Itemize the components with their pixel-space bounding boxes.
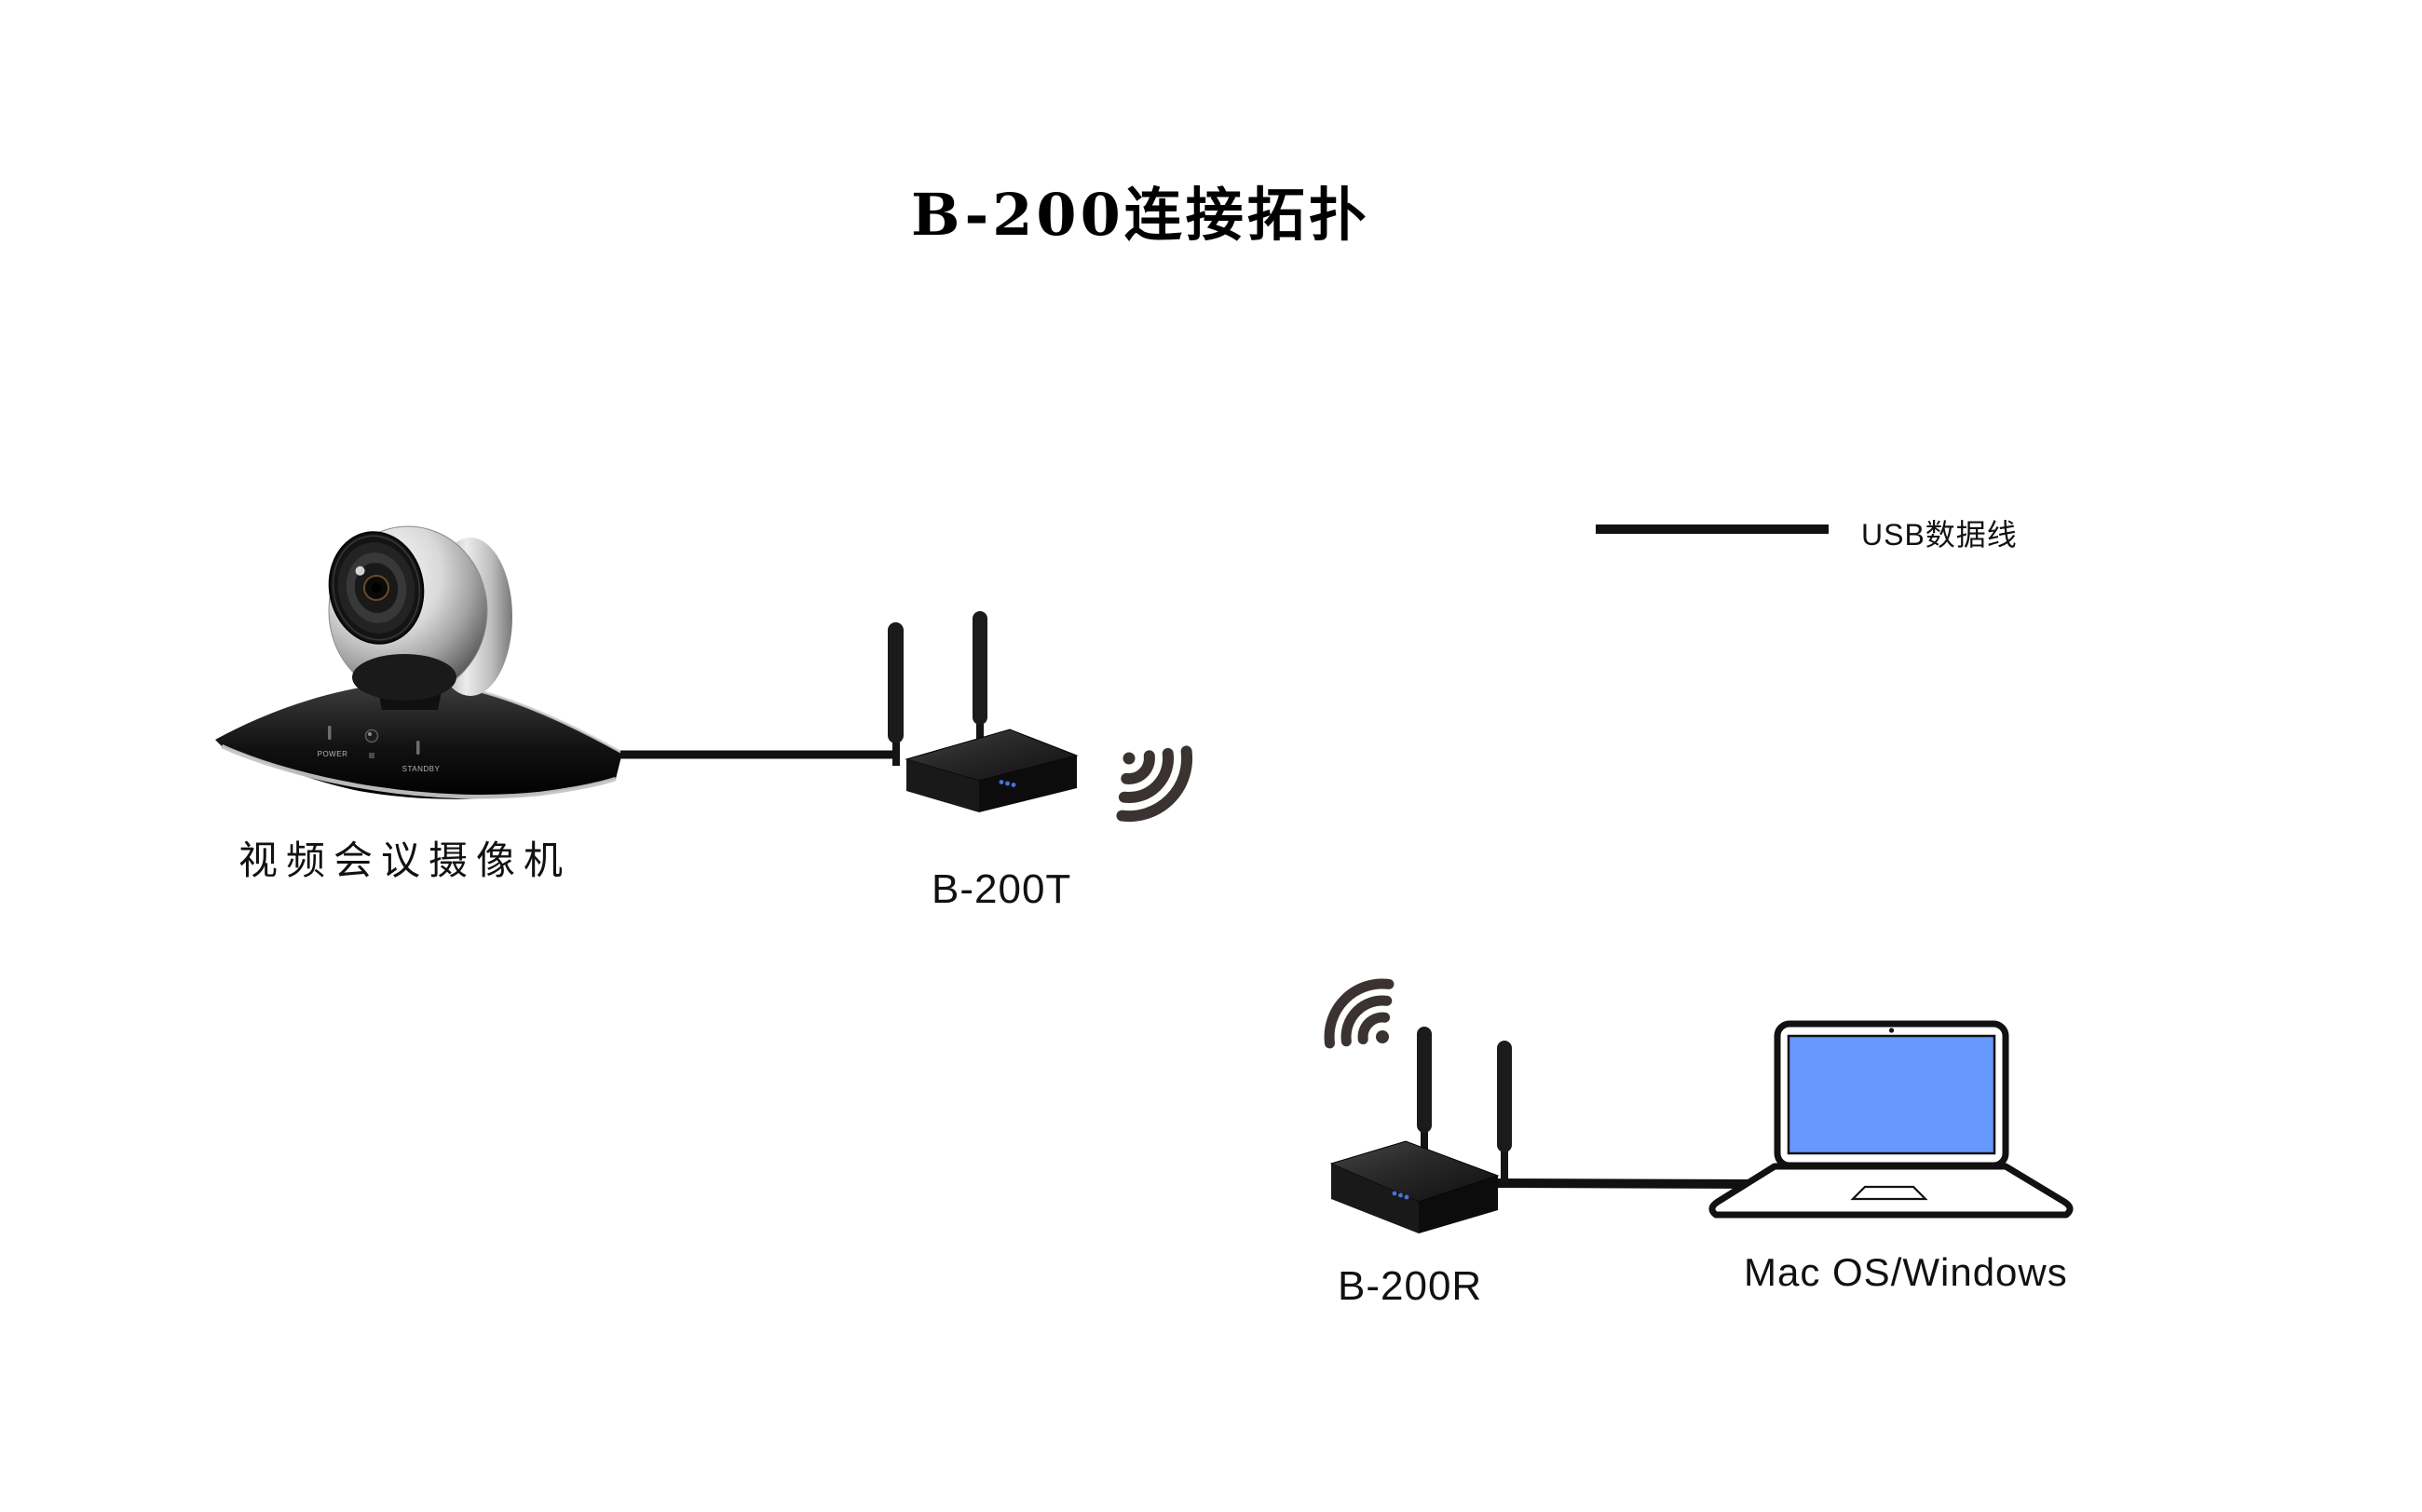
wifi-dot xyxy=(1376,1030,1389,1043)
laptop-screen xyxy=(1787,1034,1996,1155)
diagram-title: B-200连接拓扑 xyxy=(911,181,1370,249)
wifi-arc xyxy=(1116,745,1193,823)
camera-power-label: POWER xyxy=(318,750,348,758)
receiver-label: B-200R xyxy=(1338,1263,1483,1309)
power-led-slit xyxy=(328,726,332,740)
transmitter-box-front xyxy=(906,759,979,812)
transmitter-led xyxy=(999,780,1004,784)
wifi-arc xyxy=(1118,747,1175,804)
cable-receiver-to-computer xyxy=(1495,1178,1760,1189)
transmitter-box-side xyxy=(979,756,1077,812)
receiver-antenna-left xyxy=(1417,1027,1432,1133)
camera-lens xyxy=(328,531,425,645)
antenna-stem xyxy=(1421,1124,1428,1153)
receiver-box-side xyxy=(1419,1176,1498,1233)
receiver-wifi-icon xyxy=(1324,978,1395,1049)
legend-label: USB数据线 xyxy=(1861,518,2018,552)
ir-receiver xyxy=(364,729,379,743)
receiver-led xyxy=(1392,1191,1397,1196)
camera-standby-label: STANDBY xyxy=(402,765,441,773)
camera-head-mouth xyxy=(352,654,456,701)
receiver-led xyxy=(1404,1194,1409,1200)
transmitter-label: B-200T xyxy=(932,866,1072,912)
transmitter-antenna-right xyxy=(973,611,987,725)
laptop-illustration xyxy=(1708,1020,2074,1219)
laptop-base xyxy=(1708,1163,2074,1219)
transmitter-led xyxy=(1011,783,1016,787)
wifi-arc xyxy=(1340,995,1393,1047)
laptop-webcam-dot xyxy=(1888,1028,1895,1033)
standby-led-slit xyxy=(416,741,420,755)
wifi-arc xyxy=(1121,750,1155,784)
camera-base-bottom-rim xyxy=(221,743,617,799)
receiver-led xyxy=(1398,1192,1403,1198)
transmitter-wifi-icon xyxy=(1116,745,1193,823)
transmitter-antenna-left xyxy=(888,622,904,743)
camera-illustration: POWER STANDBY xyxy=(215,525,623,799)
computer-label: Mac OS/Windows xyxy=(1744,1250,2068,1294)
transmitter-illustration xyxy=(888,611,1079,812)
wifi-arc xyxy=(1324,978,1395,1049)
camera-label: 视频会议摄像机 xyxy=(238,838,572,882)
camera-front-panel: POWER STANDBY xyxy=(318,726,441,773)
wifi-arc xyxy=(1357,1012,1391,1045)
antenna-stem xyxy=(892,736,900,766)
wifi-dot xyxy=(1123,752,1136,765)
camera-base xyxy=(215,681,622,799)
antenna-stem xyxy=(976,717,984,742)
antenna-stem xyxy=(1501,1143,1508,1182)
lens-glint xyxy=(355,565,365,576)
laptop-touchpad-notch xyxy=(1850,1185,1928,1201)
receiver-antenna-right xyxy=(1497,1041,1512,1152)
transmitter-led xyxy=(1005,781,1010,786)
receiver-box-front xyxy=(1331,1164,1419,1233)
receiver-illustration xyxy=(1329,1027,1512,1233)
